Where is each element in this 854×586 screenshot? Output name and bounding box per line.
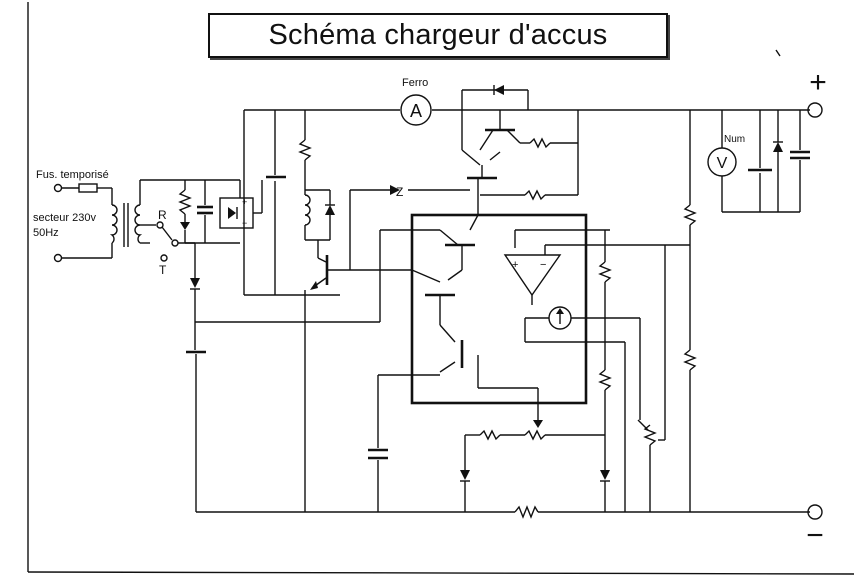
mains-label: secteur 230v	[33, 212, 96, 224]
minus-terminal-label: −	[806, 519, 824, 552]
title-box: Schéma chargeur d'accus	[208, 13, 668, 58]
plus-terminal	[807, 102, 823, 118]
opamp-minus-label: −	[540, 259, 546, 271]
plus-terminal-label: +	[809, 66, 827, 99]
driver-stage: Z	[298, 110, 470, 512]
output-terminals: + −	[775, 49, 827, 552]
rt-switch	[156, 221, 195, 262]
mains-input	[53, 183, 113, 263]
voltmeter-symbol: V	[717, 155, 728, 172]
transformer	[109, 179, 240, 247]
ammeter-label: Ferro	[402, 77, 428, 89]
switch-r-label: R	[158, 208, 167, 222]
input-filter	[178, 180, 380, 512]
current-source	[524, 306, 640, 343]
zener-tag: Z	[396, 185, 403, 199]
page-title: Schéma chargeur d'accus	[268, 19, 608, 51]
dc-rails	[196, 109, 810, 519]
frequency-label: 50Hz	[33, 227, 59, 239]
voltmeter-label: Num	[724, 134, 745, 145]
bridge-rectifier: + −	[219, 180, 263, 229]
fuse-label: Fus. temporisé	[36, 169, 109, 181]
ammeter-symbol: A	[410, 101, 422, 121]
ammeter: A Ferro	[400, 77, 432, 126]
minus-terminal	[807, 504, 823, 520]
switch-t-label: T	[159, 263, 167, 277]
fuse-symbol	[78, 183, 98, 193]
page-frame	[27, 2, 854, 575]
output-section: V Num	[707, 110, 810, 213]
divider-network	[460, 110, 697, 512]
output-transistor	[461, 85, 579, 215]
opamp-plus-label: +	[512, 259, 518, 271]
regulator-ic	[350, 213, 610, 512]
